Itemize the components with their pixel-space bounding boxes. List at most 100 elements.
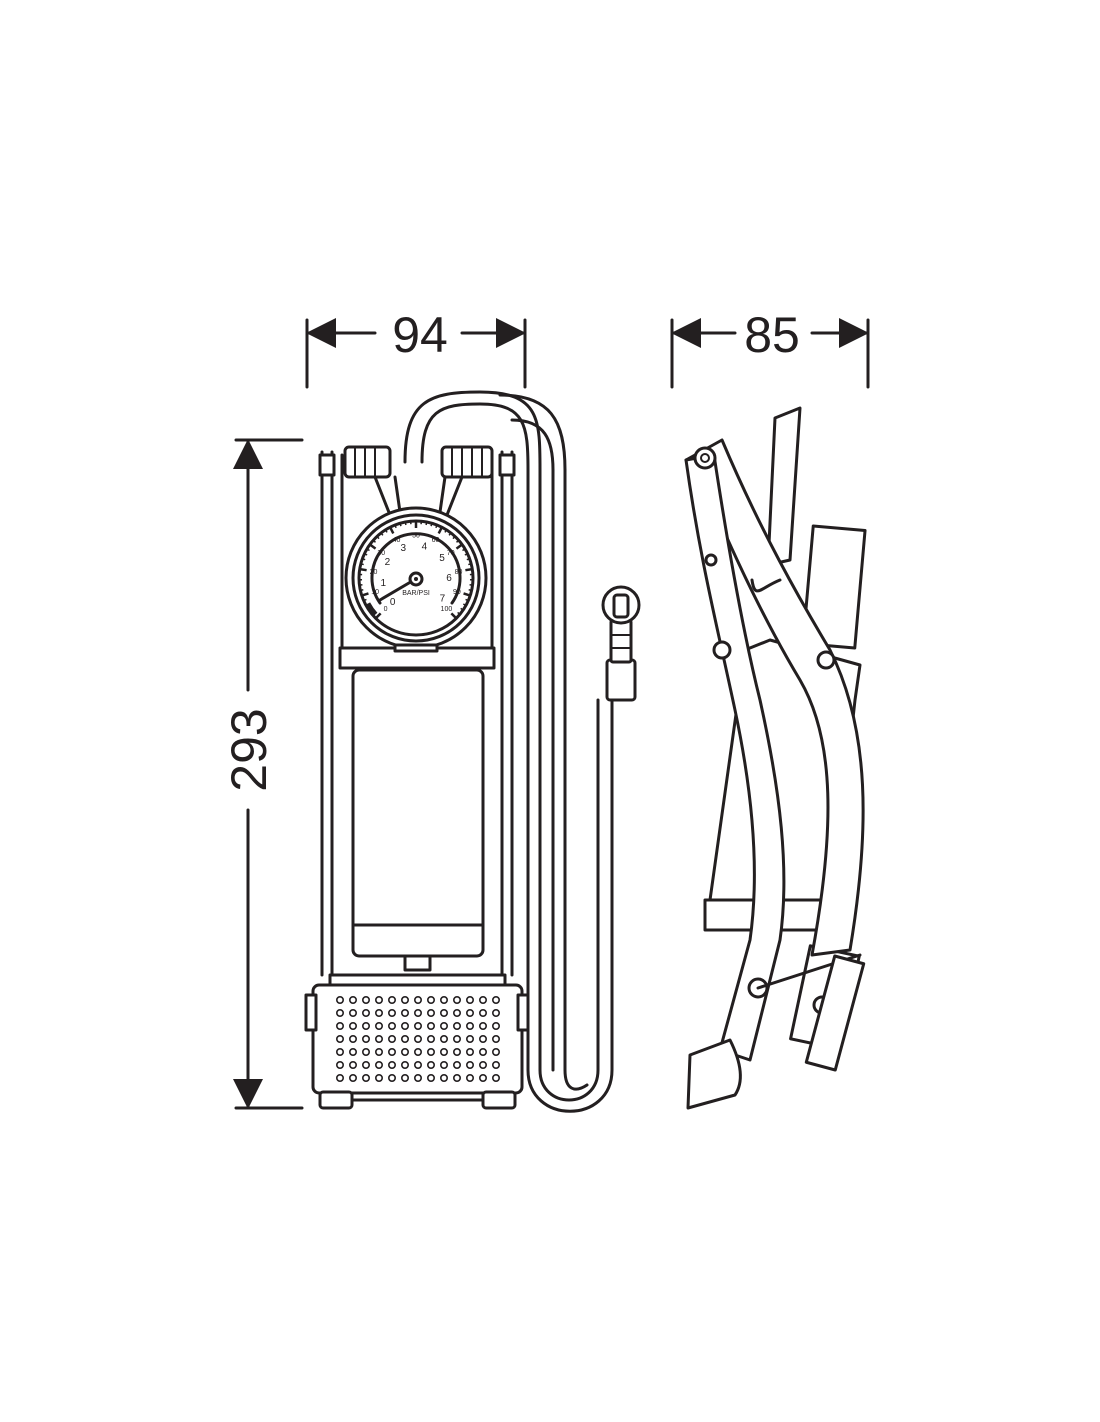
- gauge-psi-label: 80: [455, 569, 463, 576]
- gauge-tick: [464, 553, 468, 556]
- grille-hole: [452, 1048, 461, 1057]
- grille-hole: [452, 995, 461, 1004]
- gauge-psi-label: 60: [432, 537, 440, 544]
- dimension-label-94: 94: [392, 307, 448, 363]
- grille-hole: [348, 1035, 357, 1044]
- gauge-tick: [465, 598, 469, 602]
- grille-hole: [465, 1035, 474, 1044]
- gauge-psi-label: 90: [453, 589, 461, 596]
- grille-hole: [413, 1048, 422, 1057]
- grille-hole: [348, 1061, 357, 1070]
- grille-hole: [478, 995, 487, 1004]
- grille-hole: [465, 1021, 474, 1030]
- grille-hole: [374, 1035, 383, 1044]
- grille-hole: [348, 1074, 357, 1083]
- gauge-tick: [389, 526, 395, 535]
- grille-hole: [400, 995, 409, 1004]
- grille-hole: [387, 1008, 396, 1017]
- grille-hole: [439, 1021, 448, 1030]
- grille-hole: [439, 1074, 448, 1083]
- grille-hole: [452, 1021, 461, 1030]
- grille-hole: [348, 995, 357, 1004]
- gauge-unit-label: BAR/PSI: [402, 590, 430, 597]
- grille-hole: [491, 995, 500, 1004]
- gauge-tick: [369, 543, 377, 550]
- grille-hole: [491, 1035, 500, 1044]
- gauge-tick: [456, 539, 460, 543]
- grille-hole: [491, 1074, 500, 1083]
- grille-hole: [348, 1008, 357, 1017]
- gauge-tick: [394, 524, 397, 529]
- grille-hole: [478, 1021, 487, 1030]
- grille-hole: [439, 1048, 448, 1057]
- grille-hole: [387, 1061, 396, 1070]
- grille-hole: [452, 1061, 461, 1070]
- gauge-bar-label: 7: [440, 593, 446, 604]
- grille-hole: [374, 1061, 383, 1070]
- gauge-tick: [435, 524, 438, 529]
- grille-hole: [465, 1008, 474, 1017]
- grille-hole: [400, 1048, 409, 1057]
- grille-hole: [426, 1008, 435, 1017]
- dimension-label-293: 293: [221, 708, 277, 791]
- grille-hole: [374, 995, 383, 1004]
- grille-hole: [361, 1021, 370, 1030]
- gauge-tick: [452, 535, 456, 540]
- grille-hole: [426, 1021, 435, 1030]
- gauge-tick: [468, 589, 472, 592]
- hose: [403, 390, 641, 1113]
- gauge-bar-label: 6: [446, 573, 452, 584]
- gauge-tick: [374, 612, 382, 620]
- gauge-psi-label: 20: [370, 569, 378, 576]
- gauge-tick: [360, 589, 364, 592]
- gauge-tick: [437, 526, 443, 535]
- grille-hole: [400, 1074, 409, 1083]
- grille-hole: [465, 1074, 474, 1083]
- gauge-bar-label: 5: [439, 553, 445, 564]
- grille-hole: [335, 1021, 344, 1030]
- grille-hole: [491, 1021, 500, 1030]
- grille-hole: [361, 1008, 370, 1017]
- grille-hole: [465, 1048, 474, 1057]
- grille-hole: [478, 1008, 487, 1017]
- gauge-tick: [362, 557, 366, 561]
- gauge-tick: [465, 567, 473, 572]
- grille-hole: [426, 1035, 435, 1044]
- grille-hole: [439, 1008, 448, 1017]
- gauge-tick: [425, 521, 428, 526]
- grille-hole: [348, 1048, 357, 1057]
- gauge-tick: [466, 557, 470, 561]
- grille-hole: [387, 995, 396, 1004]
- grille-hole: [413, 1074, 422, 1083]
- gauge-psi-label: 30: [377, 550, 385, 557]
- gauge-tick: [444, 529, 448, 533]
- grille-hole: [413, 1035, 422, 1044]
- pump-side-view: [684, 406, 867, 1110]
- grille-hole: [361, 1074, 370, 1083]
- grille-hole: [361, 1061, 370, 1070]
- gauge-bar-label: 1: [381, 578, 387, 589]
- dimension-width-front: 94: [305, 307, 527, 389]
- grille-hole: [478, 1048, 487, 1057]
- grille-hole: [335, 1008, 344, 1017]
- grille-hole: [426, 1048, 435, 1057]
- gauge-tick: [363, 598, 367, 602]
- grille-hole: [335, 1074, 344, 1083]
- dimension-height: 293: [221, 438, 304, 1110]
- grille-hole: [374, 1048, 383, 1057]
- gauge-tick: [372, 539, 376, 543]
- grille-hole: [413, 1008, 422, 1017]
- grille-hole: [426, 1074, 435, 1083]
- gauge-tick: [460, 607, 464, 611]
- gauge-tick: [380, 532, 384, 536]
- gauge-tick: [462, 603, 467, 607]
- gauge-tick: [384, 529, 388, 533]
- grille-hole: [387, 1048, 396, 1057]
- grille-hole: [452, 1074, 461, 1083]
- grille-hole: [426, 995, 435, 1004]
- grille-hole: [452, 1035, 461, 1044]
- grille-hole: [361, 1048, 370, 1057]
- grille-hole: [374, 1008, 383, 1017]
